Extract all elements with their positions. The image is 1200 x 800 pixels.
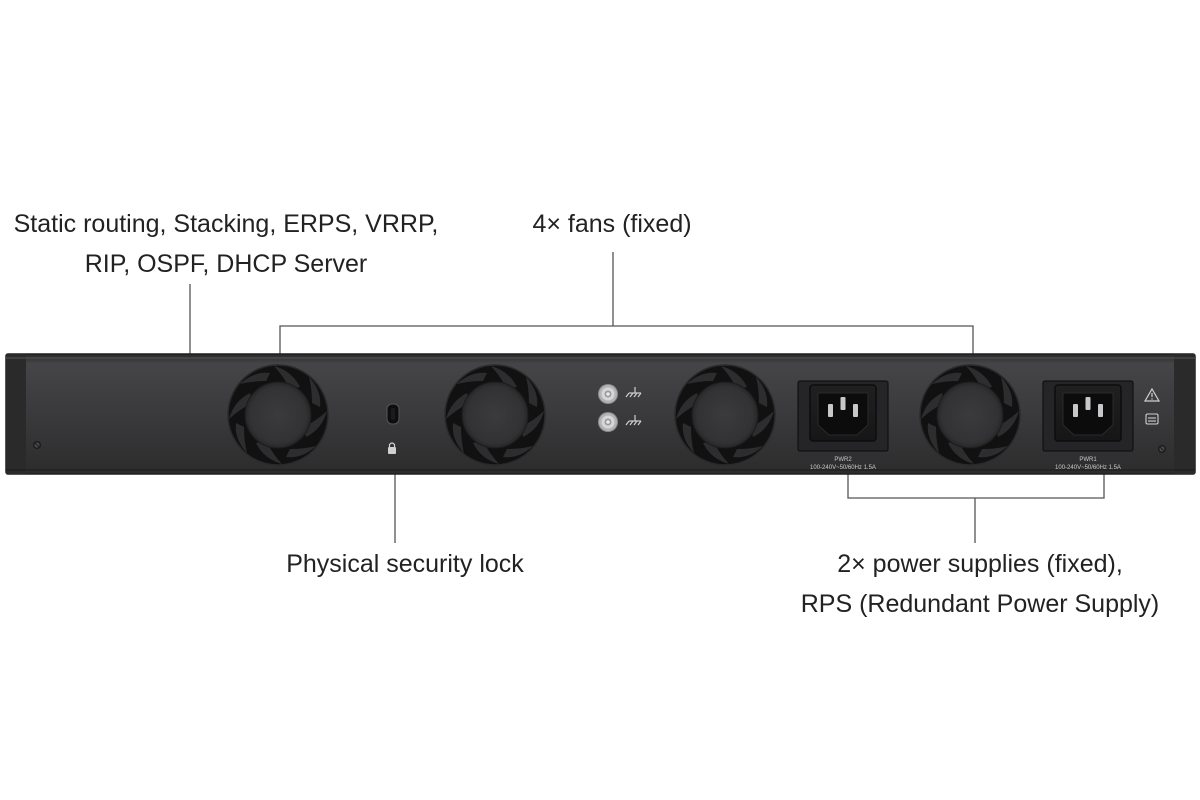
pwr1-rating: 100-240V~50/60Hz 1.5A	[1055, 465, 1121, 471]
power-supply-pwr2: PWR2 100-240V~50/60Hz 1.5A	[797, 380, 889, 471]
callout-features-line2: RIP, OSPF, DHCP Server	[84, 250, 368, 278]
hot-surface-icon	[1145, 413, 1159, 425]
screw-right	[1157, 444, 1167, 454]
fan-icon	[919, 364, 1021, 466]
ground-terminal-top	[598, 384, 618, 404]
callout-power-line1: 2× power supplies (fixed),	[837, 550, 1123, 578]
fan-icon	[674, 364, 776, 466]
pwr2-rating: 100-240V~50/60Hz 1.5A	[810, 465, 876, 471]
screw-left	[32, 440, 42, 450]
callout-lines	[189, 252, 1105, 543]
callout-power-line2: RPS (Redundant Power Supply)	[800, 590, 1160, 618]
callout-fans-label: 4× fans (fixed)	[532, 210, 692, 238]
pwr2-label: PWR2	[834, 457, 852, 463]
power-socket-icon	[809, 384, 877, 442]
callout-security-lock-label: Physical security lock	[286, 550, 524, 578]
warning-icon	[1143, 387, 1161, 402]
fan-icon	[444, 364, 546, 466]
power-supply-pwr1: PWR1 100-240V~50/60Hz 1.5A	[1042, 380, 1134, 471]
fans-bracket-line	[279, 325, 974, 366]
pwr1-label: PWR1	[1079, 457, 1097, 463]
power-bracket-line	[847, 470, 1105, 499]
callout-power-label: 2× power supplies (fixed), RPS (Redundan…	[780, 544, 1180, 624]
ground-terminal-bottom	[598, 412, 618, 432]
power-socket-icon	[1054, 384, 1122, 442]
callout-features-label: Static routing, Stacking, ERPS, VRRP, RI…	[0, 204, 452, 284]
lock-slot-icon	[386, 403, 400, 425]
lock-symbol-icon	[388, 442, 396, 454]
callout-features-line1: Static routing, Stacking, ERPS, VRRP,	[13, 210, 439, 238]
fan-icon	[227, 364, 329, 466]
